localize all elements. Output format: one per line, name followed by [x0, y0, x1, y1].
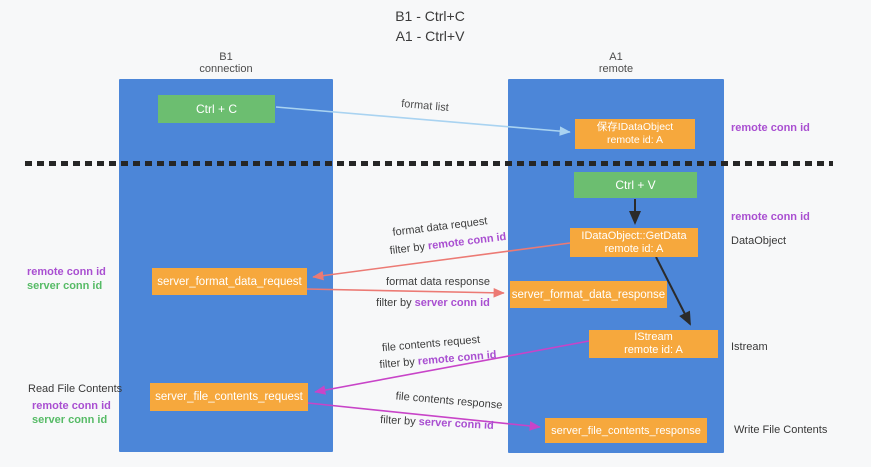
node-server-format-data-response: server_format_data_response [510, 281, 667, 308]
annotation-filter-by-value-3: remote conn id [417, 348, 497, 368]
diagram-title-line2: A1 - Ctrl+V [395, 28, 465, 44]
label-remote-conn-id-left-2: remote conn id [32, 400, 111, 412]
label-remote-conn-id-left-1: remote conn id [27, 266, 106, 278]
diagram-title-line1: B1 - Ctrl+C [395, 8, 465, 24]
label-server-conn-id-left-2: server conn id [32, 414, 108, 426]
node-ctrl-v: Ctrl + V [574, 172, 697, 198]
lane-header-a1-sub: remote [598, 63, 634, 75]
lane-header-b1-sub: connection [199, 63, 253, 75]
node-idataobject-getdata: IDataObject::GetData remote id: A [570, 228, 698, 257]
node-istream-line2: remote id: A [624, 344, 683, 356]
diagram-title: B1 - Ctrl+C A1 - Ctrl+V [330, 6, 530, 46]
node-server-file-contents-request: server_file_contents_request [150, 383, 308, 411]
annotation-filter-by-value-1: remote conn id [427, 230, 507, 253]
node-save-idataobject-line2: remote id: A [606, 134, 664, 146]
node-idataobject-getdata-line1: IDataObject::GetData [581, 229, 687, 242]
label-server-conn-id-left-1: server conn id [27, 280, 103, 292]
node-ctrl-c: Ctrl + C [158, 95, 275, 123]
annotation-filter-by-value-4: server conn id [418, 416, 495, 432]
label-read-file-contents: Read File Contents [28, 383, 123, 395]
annotation-filter-by-server-conn-id-2: filter by server conn id [380, 414, 494, 432]
node-save-idataobject-line1: 保存IDataObject [596, 121, 674, 133]
label-istream: Istream [731, 341, 768, 353]
node-server-format-data-request-label: server_format_data_request [157, 275, 302, 288]
annotation-filter-by-prefix-1: filter by [389, 240, 429, 258]
node-server-file-contents-response: server_file_contents_response [545, 418, 707, 443]
lane-header-b1: B1 connection [166, 51, 286, 75]
label-dataobject: DataObject [731, 235, 787, 247]
dashed-separator-line [25, 161, 833, 166]
node-server-file-contents-request-label: server_file_contents_request [155, 391, 303, 403]
annotation-filter-by-server-conn-id-1: filter by server conn id [376, 297, 490, 309]
node-ctrl-c-label: Ctrl + C [195, 102, 237, 116]
arrow-format-data-response [305, 287, 505, 298]
lane-header-a1: A1 remote [556, 51, 676, 75]
annotation-filter-by-value-2: server conn id [414, 297, 490, 309]
node-idataobject-getdata-line2: remote id: A [604, 242, 664, 255]
lane-header-a1-name: A1 [609, 51, 623, 63]
annotation-filter-by-prefix-3: filter by [379, 355, 419, 372]
annotation-filter-by-prefix-2: filter by [376, 297, 415, 309]
node-istream: IStream remote id: A [589, 330, 718, 358]
label-remote-conn-id-right-2: remote conn id [731, 211, 810, 223]
node-save-idataobject: 保存IDataObject remote id: A [575, 119, 695, 149]
node-server-format-data-response-label: server_format_data_response [511, 288, 666, 301]
label-write-file-contents: Write File Contents [734, 424, 828, 436]
node-ctrl-v-label: Ctrl + V [615, 178, 656, 192]
node-server-file-contents-response-label: server_file_contents_response [551, 424, 701, 437]
lane-header-b1-name: B1 [219, 51, 233, 63]
annotation-filter-by-prefix-4: filter by [379, 414, 419, 429]
label-remote-conn-id-right-1: remote conn id [731, 122, 810, 134]
annotation-file-contents-response: file contents response [395, 390, 503, 412]
annotation-format-data-response: format data response [386, 276, 490, 288]
node-server-format-data-request: server_format_data_request [152, 268, 307, 295]
node-istream-line1: IStream [634, 331, 673, 343]
annotation-format-list: format list [400, 97, 450, 115]
